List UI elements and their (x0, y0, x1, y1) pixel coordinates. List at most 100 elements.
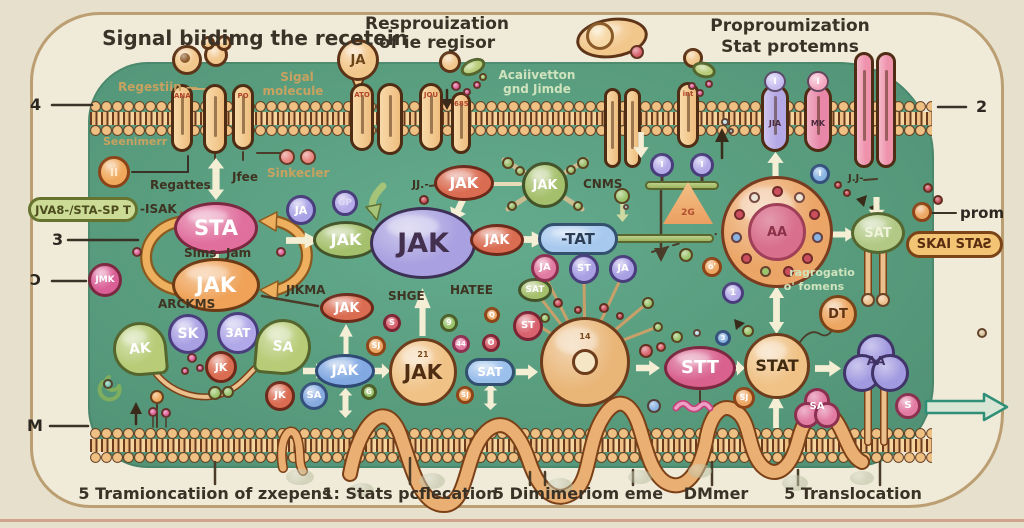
title-resprouization-1: Resprouization (364, 14, 510, 34)
small-dot-19 (599, 303, 609, 313)
aa-pink-small: 44 (452, 335, 470, 353)
small-dot-36 (181, 367, 189, 375)
small-dot-9 (623, 204, 629, 210)
membrane-bottom-beads-lower (90, 452, 932, 463)
ii-orange: II (98, 156, 130, 188)
receptor-7: 685 (451, 92, 471, 154)
small-dot-40 (451, 81, 461, 91)
receptor-8a (603, 88, 621, 168)
small-dot-13 (671, 331, 683, 343)
side-label-3: 3 (52, 230, 64, 249)
s-red-small: S (383, 314, 401, 332)
title-resprouization-2: of ie regisor (378, 33, 496, 53)
balloon-2-ear-r (216, 35, 232, 51)
label-jam: Jam (226, 246, 252, 260)
stt-pink: STT (664, 346, 736, 390)
label-shge: SHGE (388, 289, 425, 303)
label-molecule: molecule (262, 84, 324, 98)
label-seenimerr: Seenimerr (103, 135, 168, 148)
small-dot-44 (688, 82, 696, 90)
stat-tan: STAT (744, 333, 810, 399)
three-blue: 3 (715, 330, 731, 346)
left-pathway-badge-label: JVA8-/STA-SP T (35, 202, 131, 217)
sat-green-blob: SAT (851, 212, 905, 254)
small-dot-51 (977, 328, 987, 338)
membrane-top-beads-lower (90, 125, 932, 136)
sj-orange: SJ (733, 387, 755, 409)
o-red: O (482, 334, 500, 352)
membrane-top-beads-upper (90, 101, 932, 112)
label-sinkecler: Sinkecler (267, 166, 330, 180)
caption-stats: 1: Stats pcflecation (322, 484, 498, 503)
i-blue: I (810, 164, 830, 184)
receptor-4: ATO (350, 83, 374, 151)
small-dot-2 (502, 157, 514, 169)
small-dot-7 (573, 201, 583, 211)
ring-dot (734, 209, 746, 221)
ring-dot (812, 232, 824, 244)
right-pathway-badge: SKAI STAƧ (906, 231, 1003, 258)
receptor-pink: MK (804, 84, 832, 152)
small-dot-42 (473, 81, 481, 89)
lollipop-1: I (650, 153, 674, 177)
label-hatee: HATEE (450, 283, 493, 297)
left-pathway-badge: JVA8-/STA-SP T (28, 197, 138, 222)
membrane-bottom (90, 428, 932, 463)
small-dot-37 (721, 118, 729, 126)
small-dot-14 (742, 325, 754, 337)
small-dot-17 (553, 298, 563, 308)
label-arckms: ARCKMS (158, 297, 216, 311)
label-cnms: CNMS (583, 177, 623, 191)
small-dot-27 (843, 189, 851, 197)
jak-green-x: JAK (522, 162, 568, 208)
small-dot-18 (574, 306, 582, 314)
jk-red-2: JK (265, 381, 295, 411)
small-dot-54 (286, 469, 314, 485)
small-dot-48 (180, 53, 190, 63)
small-dot-29 (148, 407, 158, 417)
tat-pill: -TAT (538, 223, 618, 255)
title-signal-binding: Signal biidimg the recetein (102, 26, 408, 50)
receptor-3: PO (232, 84, 254, 150)
ring-circle: AAAA (721, 176, 833, 288)
label-jj2: J.J- (848, 173, 864, 184)
st-purple: ST (569, 254, 599, 284)
jak-red-top: JAK (320, 293, 374, 323)
small-dot-52 (132, 247, 142, 257)
small-dot-10 (679, 248, 693, 262)
membrane-bottom-tails (90, 439, 932, 452)
small-dot-6 (507, 201, 517, 211)
tan-ball-1 (439, 51, 461, 73)
label-sims: Sims (184, 246, 217, 260)
ja-purple: JA (286, 195, 316, 225)
st-red: ST (513, 311, 543, 341)
sj-orange-2: SJ (366, 336, 386, 356)
small-dot-23 (653, 322, 663, 332)
small-dot-30 (161, 408, 171, 418)
small-dot-11 (639, 344, 653, 358)
receptor-purple: JIA (761, 84, 789, 152)
s-pink: S (895, 393, 921, 419)
small-dot-59 (688, 464, 712, 478)
jk-red: JK (205, 351, 237, 383)
green-bar-2 (614, 234, 714, 243)
jak-red-1: JAK (434, 165, 494, 201)
side-label-2: 2 (976, 97, 988, 116)
ring-dot (793, 192, 805, 203)
ring-dot (802, 253, 814, 265)
ring-dot (740, 253, 752, 265)
prom-dot (912, 202, 932, 222)
label-regestiin: Regestiin — (118, 80, 198, 94)
label-isak: -ISAK (140, 202, 177, 216)
small-dot-22 (642, 297, 654, 309)
one-purple: 1 (722, 282, 744, 304)
sk-purple: SK (168, 314, 208, 354)
caption-dimerization: 5 Dimimeriom eme (492, 484, 664, 503)
flow-arrow-vdouble-0 (207, 158, 225, 200)
creature-head (586, 22, 614, 50)
small-dot-24 (923, 183, 933, 193)
receptor-8b (623, 88, 641, 168)
label-ragrogatio: ragrogatio (789, 266, 855, 279)
small-dot-16 (647, 399, 661, 413)
label-acaiivetton: Acaiivetton (498, 68, 576, 82)
